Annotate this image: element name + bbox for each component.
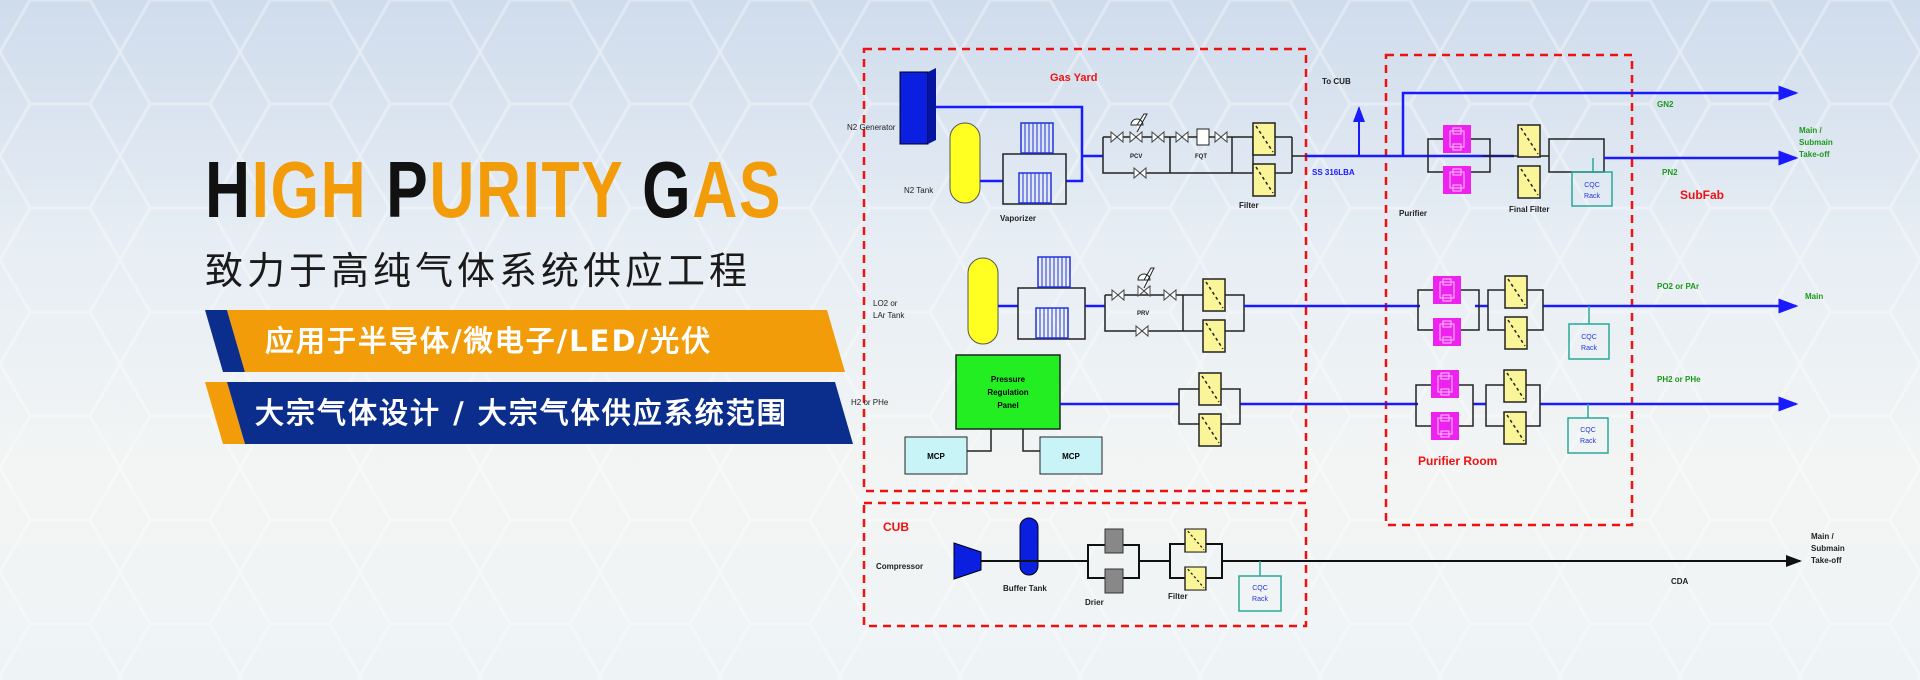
label-n2-generator: N2 Generator xyxy=(847,123,896,132)
outlet-pn2: PN2 xyxy=(1662,168,1678,177)
scope-text: 大宗气体设计 / 大宗气体供应系统范围 xyxy=(255,396,788,430)
headline-title: HIGH PURITY GAS xyxy=(205,150,782,230)
outlet-main: Main xyxy=(1805,292,1823,301)
outlet-takeoff: Main / xyxy=(1811,532,1834,541)
title-segment: AS xyxy=(692,145,783,234)
cqc-label: CQC xyxy=(1580,427,1596,434)
purifier-room-zone xyxy=(1384,53,1634,527)
cqc-label: CQC xyxy=(1581,334,1597,341)
label-h2: H2 or PHe xyxy=(851,398,889,407)
cqc-rack xyxy=(1238,575,1282,612)
drier xyxy=(1104,568,1124,594)
cqc-label: Rack xyxy=(1581,345,1597,352)
mcp-box xyxy=(1039,436,1103,475)
application-text: 应用于半导体/微电子/LED/光伏 xyxy=(265,324,713,358)
cub-zone xyxy=(862,501,1308,628)
outlet-po2: PO2 or PAr xyxy=(1657,282,1699,291)
cqc-label: Rack xyxy=(1252,596,1268,603)
label-to-cub: To CUB xyxy=(1322,77,1351,86)
outlet-cda: CDA xyxy=(1671,577,1689,586)
buffer-tank xyxy=(1019,517,1039,576)
label-drier: Drier xyxy=(1085,598,1104,607)
label-mcp: MCP xyxy=(1062,452,1080,461)
label-purifier: Purifier xyxy=(1399,209,1427,218)
outlet-takeoff: Submain xyxy=(1799,138,1833,147)
outlet-ph2: PH2 or PHe xyxy=(1657,375,1701,384)
label-final-filter: Final Filter xyxy=(1509,205,1549,214)
label-compressor: Compressor xyxy=(876,562,923,571)
cqc-label: CQC xyxy=(1584,182,1600,189)
label-mcp: MCP xyxy=(927,452,945,461)
cqc-rack xyxy=(1567,417,1609,454)
label-prp: Pressure xyxy=(991,375,1026,384)
n2-tank xyxy=(949,122,981,204)
label-prp: Panel xyxy=(997,401,1018,410)
outlet-takeoff: Take-off xyxy=(1799,150,1830,159)
label-prv: PRV xyxy=(1137,311,1149,317)
gas-yard-zone xyxy=(862,47,1308,493)
outlet-takeoff: Main / xyxy=(1799,126,1822,135)
scope-band: 大宗气体设计 / 大宗气体供应系统范围 xyxy=(205,382,853,444)
outlet-takeoff: Submain xyxy=(1811,544,1845,553)
headline-subtitle: 致力于高纯气体系统供应工程 xyxy=(205,249,752,293)
label-vaporizer: Vaporizer xyxy=(1000,214,1036,223)
drier xyxy=(1104,528,1124,554)
application-band: 应用于半导体/微电子/LED/光伏 xyxy=(205,310,845,372)
label-ss316lba: SS 316LBA xyxy=(1312,168,1355,177)
label-buffer-tank: Buffer Tank xyxy=(1003,584,1047,593)
lo2-tank xyxy=(967,257,999,345)
title-segment: P xyxy=(386,145,430,234)
title-segment: G xyxy=(642,145,693,234)
outlet-takeoff: Take-off xyxy=(1811,556,1842,565)
zone-label-purifier-room: Purifier Room xyxy=(1418,454,1497,468)
compressor xyxy=(953,542,982,580)
pressure-regulation-panel xyxy=(955,354,1061,430)
label-filter: Filter xyxy=(1239,201,1259,210)
label-pcv: PCV xyxy=(1130,154,1142,160)
label-lo2-tank: LO2 or xyxy=(873,299,898,308)
label-cub-filter: Filter xyxy=(1168,592,1188,601)
label-n2-tank: N2 Tank xyxy=(904,186,934,195)
cqc-label: Rack xyxy=(1584,193,1600,200)
label-lo2-tank: LAr Tank xyxy=(873,311,905,320)
label-prp: Regulation xyxy=(987,388,1028,397)
zone-label-cub: CUB xyxy=(883,520,909,534)
cqc-rack xyxy=(1571,171,1613,207)
n2-generator xyxy=(899,71,929,145)
cqc-label: Rack xyxy=(1580,438,1596,445)
mcp-box xyxy=(904,436,968,475)
cqc-label: CQC xyxy=(1252,585,1268,592)
zone-label-gas-yard: Gas Yard xyxy=(1050,72,1098,84)
zone-label-subfab: SubFab xyxy=(1680,188,1724,202)
title-segment: URITY xyxy=(429,145,643,234)
title-segment: IGH xyxy=(251,145,387,234)
cqc-rack xyxy=(1568,323,1610,360)
label-fqt: FQT xyxy=(1195,154,1207,160)
outlet-gn2: GN2 xyxy=(1657,100,1674,109)
title-segment: H xyxy=(205,145,252,234)
